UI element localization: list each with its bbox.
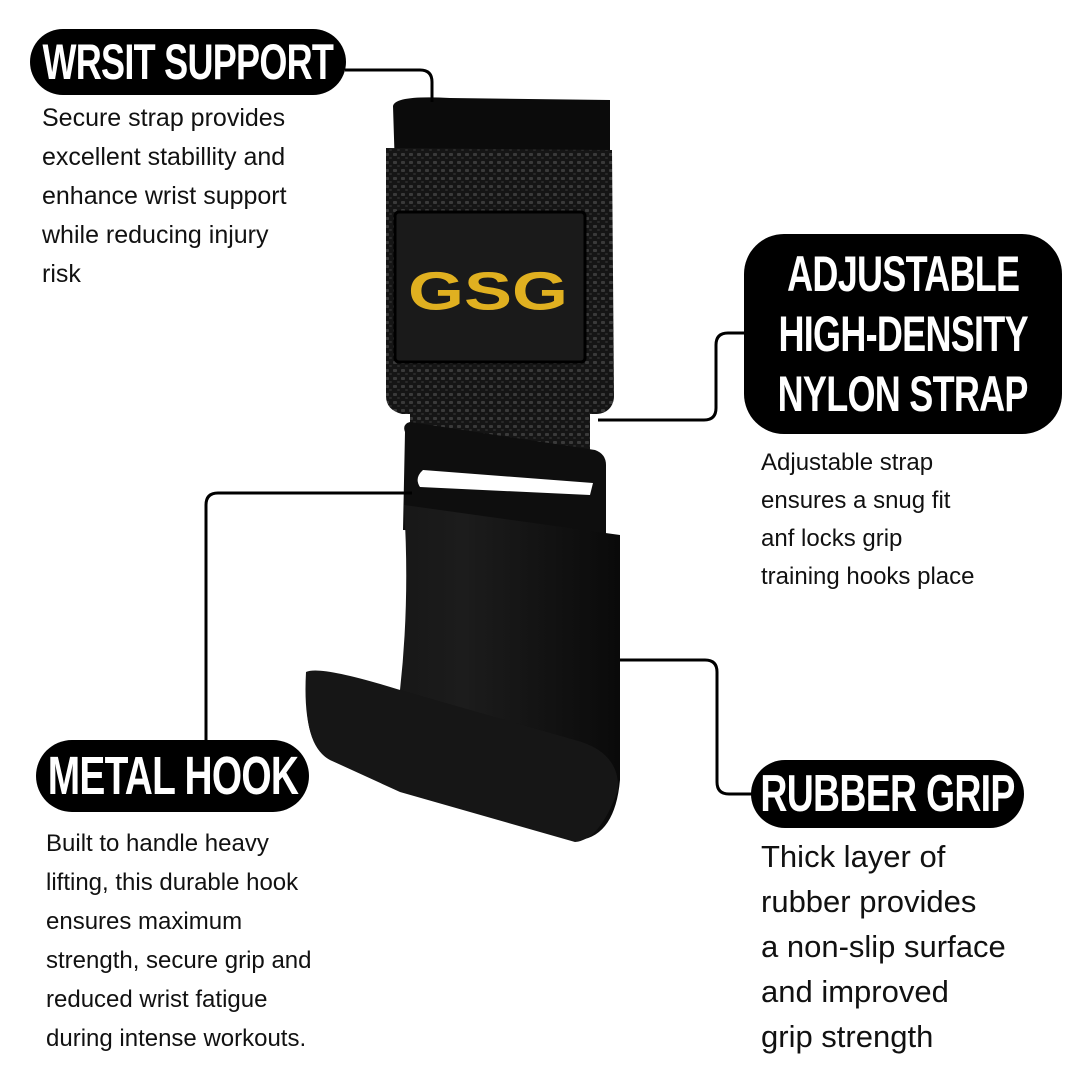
wrist-support-description: Secure strap provides excellent stabilli… bbox=[42, 104, 287, 288]
metal-hook-description: Built to handle heavy lifting, this dura… bbox=[46, 830, 312, 1052]
gsg-logo-icon: GSG bbox=[408, 261, 568, 321]
logo-patch bbox=[393, 210, 587, 364]
nylon-strap-label: ADJUSTABLE HIGH-DENSITY NYLON STRAP bbox=[744, 234, 1062, 434]
wrist-support-label: WRSIT SUPPORT bbox=[30, 29, 346, 95]
rubber-grip-label: RUBBER GRIP bbox=[751, 760, 1024, 828]
metal-hook-label: METAL HOOK bbox=[36, 740, 309, 812]
connector-lines bbox=[204, 68, 752, 796]
rubber-grip-description: Thick layer of rubber provides a non-sli… bbox=[761, 839, 1006, 1054]
nylon-strap-description: Adjustable strap ensures a snug fit anf … bbox=[761, 449, 975, 590]
